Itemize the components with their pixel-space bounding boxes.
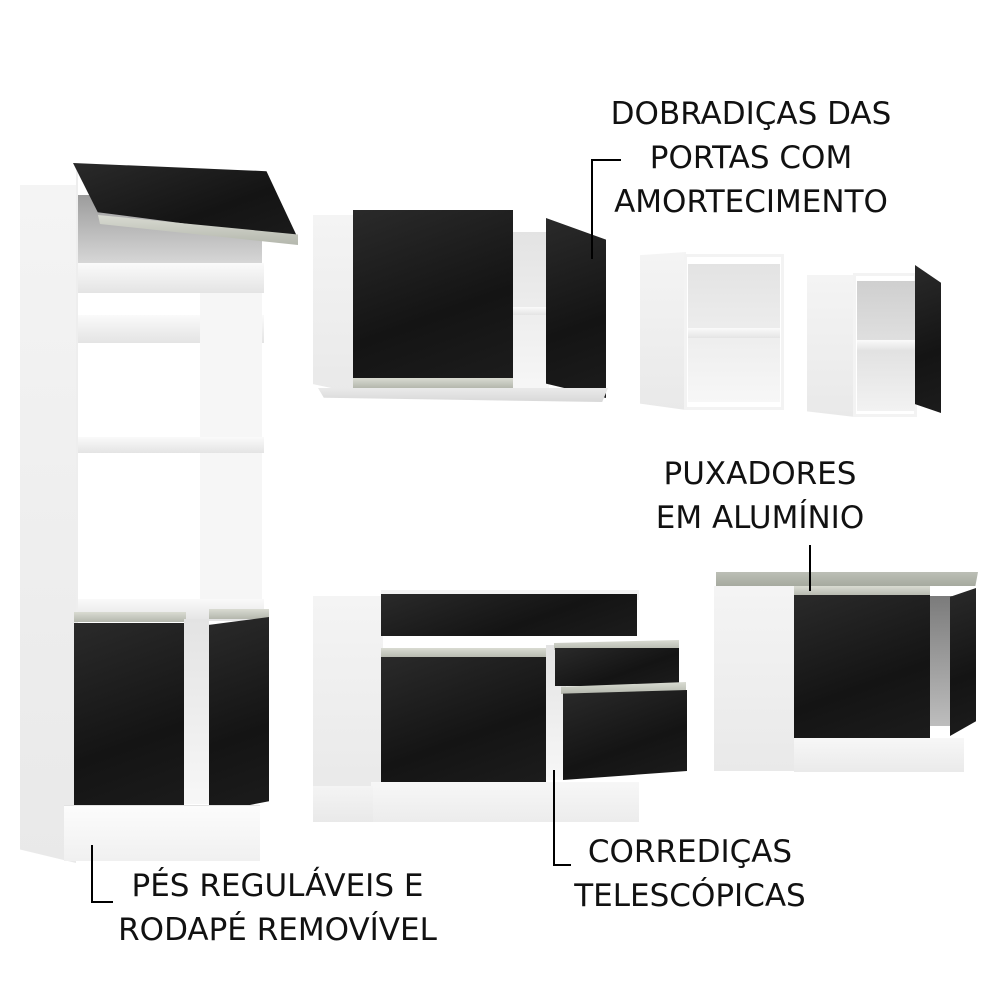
- hinges-callout-line-2: PORTAS COM: [649, 140, 853, 176]
- corner-base-cabinet: [714, 570, 979, 775]
- upper-drawer-front[interactable]: [555, 648, 679, 686]
- small-one-door-cabinet: [807, 265, 942, 420]
- open-niche-cabinet: [640, 252, 785, 412]
- hinges-callout: DOBRADIÇAS DAS PORTAS COM AMORTECIMENTO: [606, 92, 896, 224]
- corner-cabinet-door-handle[interactable]: [794, 586, 930, 596]
- upper-cabinet-shelf: [513, 307, 549, 315]
- corner-cabinet-side: [714, 586, 794, 771]
- feet-leader-horizontal: [91, 901, 113, 903]
- sink-cabinet-door-handle[interactable]: [381, 648, 546, 658]
- handles-leader: [809, 545, 811, 591]
- corner-cabinet-interior: [930, 596, 952, 726]
- hinges-callout-line-1: DOBRADIÇAS DAS: [610, 96, 892, 132]
- upper-cabinet-side: [313, 215, 355, 393]
- feet-callout-line-2: RODAPÉ REMOVÍVEL: [118, 912, 437, 948]
- small-cabinet-door[interactable]: [915, 265, 941, 413]
- slides-callout-line-1: CORREDIÇAS: [587, 834, 793, 870]
- sink-cabinet-plinth: [371, 782, 639, 822]
- hinges-leader-vertical: [591, 159, 593, 259]
- sink-cabinet-side: [313, 596, 383, 796]
- upper-two-door-cabinet: [313, 210, 608, 405]
- tall-cabinet-shelf: [78, 263, 264, 293]
- small-cabinet-side: [807, 275, 855, 417]
- countertop: [716, 572, 978, 586]
- slides-callout: CORREDIÇAS TELESCÓPICAS: [570, 830, 810, 918]
- tall-cabinet-right-door[interactable]: [209, 617, 269, 813]
- upper-drawer-handle[interactable]: [554, 640, 679, 650]
- corner-cabinet-left-door[interactable]: [794, 595, 930, 740]
- tall-cabinet-base-interior: [184, 619, 209, 804]
- upper-cabinet-left-door[interactable]: [353, 210, 513, 378]
- niche-side: [640, 252, 686, 410]
- tall-cabinet-shelf: [78, 437, 264, 453]
- tall-cabinet-right-handle[interactable]: [209, 609, 269, 619]
- handles-callout-line-2: EM ALUMÍNIO: [655, 500, 865, 536]
- feet-callout: PÉS REGULÁVEIS E RODAPÉ REMOVÍVEL: [110, 864, 445, 952]
- feet-leader-vertical: [91, 845, 93, 903]
- feet-callout-line-1: PÉS REGULÁVEIS E: [131, 868, 424, 904]
- handles-callout-line-1: PUXADORES: [663, 456, 857, 492]
- tall-cabinet-left-door[interactable]: [74, 623, 184, 819]
- slides-leader-vertical: [553, 770, 555, 866]
- upper-cabinet-bottom: [318, 388, 608, 402]
- corner-cabinet-right-door[interactable]: [950, 588, 976, 736]
- hinges-callout-line-3: AMORTECIMENTO: [614, 184, 888, 220]
- upper-cabinet-right-door[interactable]: [546, 218, 606, 398]
- small-cabinet-shelf: [857, 340, 915, 350]
- tall-cabinet-left-handle[interactable]: [74, 612, 186, 622]
- corner-cabinet-plinth: [794, 738, 964, 772]
- upper-cabinet-left-handle[interactable]: [353, 378, 513, 388]
- handles-callout: PUXADORES EM ALUMÍNIO: [630, 452, 890, 540]
- tall-cabinet-side: [20, 185, 76, 863]
- sink-cabinet-door[interactable]: [381, 657, 546, 783]
- tall-cabinet: [20, 163, 298, 865]
- sink-cabinet-plinth-side: [313, 786, 373, 822]
- niche-shelf: [688, 328, 780, 338]
- slides-leader-horizontal: [553, 864, 571, 866]
- hinges-leader-horizontal: [591, 159, 621, 161]
- sink-base-cabinet: [313, 590, 693, 826]
- sink-cabinet-top-drawer-front[interactable]: [381, 594, 637, 636]
- slides-callout-line-2: TELESCÓPICAS: [574, 878, 806, 914]
- lower-drawer-front[interactable]: [563, 690, 687, 780]
- tall-cabinet-plinth: [64, 805, 260, 861]
